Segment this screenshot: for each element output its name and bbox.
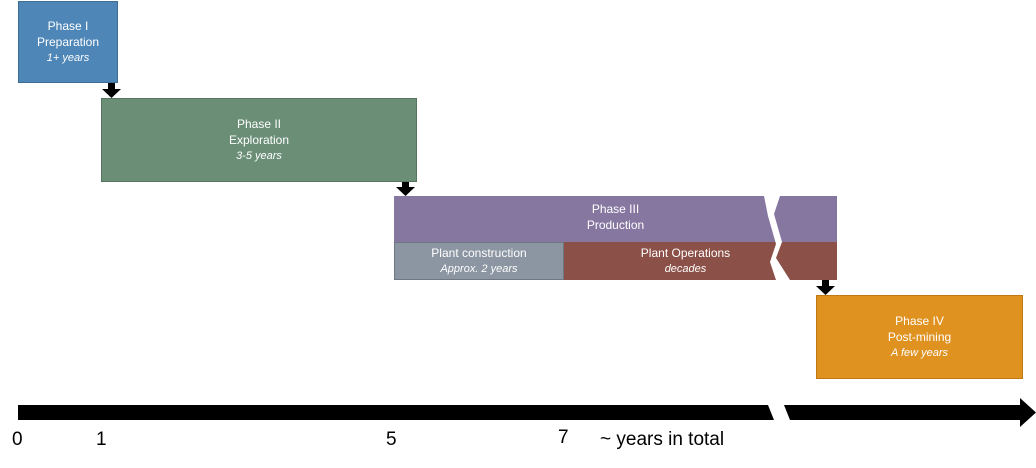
phase-2-subtitle: Exploration (228, 133, 290, 147)
plant-construction-label: Plant construction (431, 246, 527, 260)
arrow-phase3-to-phase4 (816, 280, 835, 295)
timeline-tick-5: 5 (386, 429, 397, 450)
phase-4-duration: A few years (890, 347, 949, 359)
plant-operations-duration: decades (664, 263, 707, 275)
phase-3-box: Phase III Production (394, 196, 837, 242)
phase-1-box: Phase I Preparation 1+ years (18, 1, 118, 83)
phase-3-title: Phase III (591, 202, 640, 216)
phase-3-break-gap (764, 196, 790, 280)
timeline-tick-7: 7 (558, 427, 569, 448)
phase-2-title: Phase II (236, 117, 282, 131)
timeline-total-label: ~ years in total (600, 429, 725, 450)
plant-operations-text: Plant Operations decades (641, 245, 730, 277)
phase-2-duration: 3-5 years (236, 150, 282, 162)
timeline-tick-0: 0 (12, 429, 23, 450)
phase-2-box: Phase II Exploration 3-5 years (101, 98, 417, 182)
timeline-segment-2 (784, 398, 1036, 427)
phase-3-subtitle: Production (586, 218, 645, 232)
timeline-segment-1 (18, 405, 774, 420)
phase-1-duration: 1+ years (46, 52, 90, 64)
phase-1-title: Phase I (47, 19, 89, 33)
phase-4-box: Phase IV Post-mining A few years (816, 295, 1023, 379)
phase-4-subtitle: Post-mining (887, 330, 952, 344)
plant-construction-box: Plant construction Approx. 2 years (394, 242, 564, 280)
timeline-arrow (18, 398, 1036, 427)
phase-1-subtitle: Preparation (36, 35, 100, 49)
plant-construction-duration: Approx. 2 years (440, 263, 518, 275)
connector-arrows (102, 83, 835, 295)
plant-operations-box: Plant Operations decades (564, 242, 837, 280)
arrow-phase2-to-phase3 (396, 182, 415, 196)
plant-operations-label: Plant Operations (640, 246, 731, 260)
arrow-phase1-to-phase2 (102, 83, 121, 98)
phase-3-text: Phase III Production (587, 201, 644, 233)
timeline-tick-1: 1 (96, 429, 107, 450)
phase-4-title: Phase IV (895, 314, 944, 328)
